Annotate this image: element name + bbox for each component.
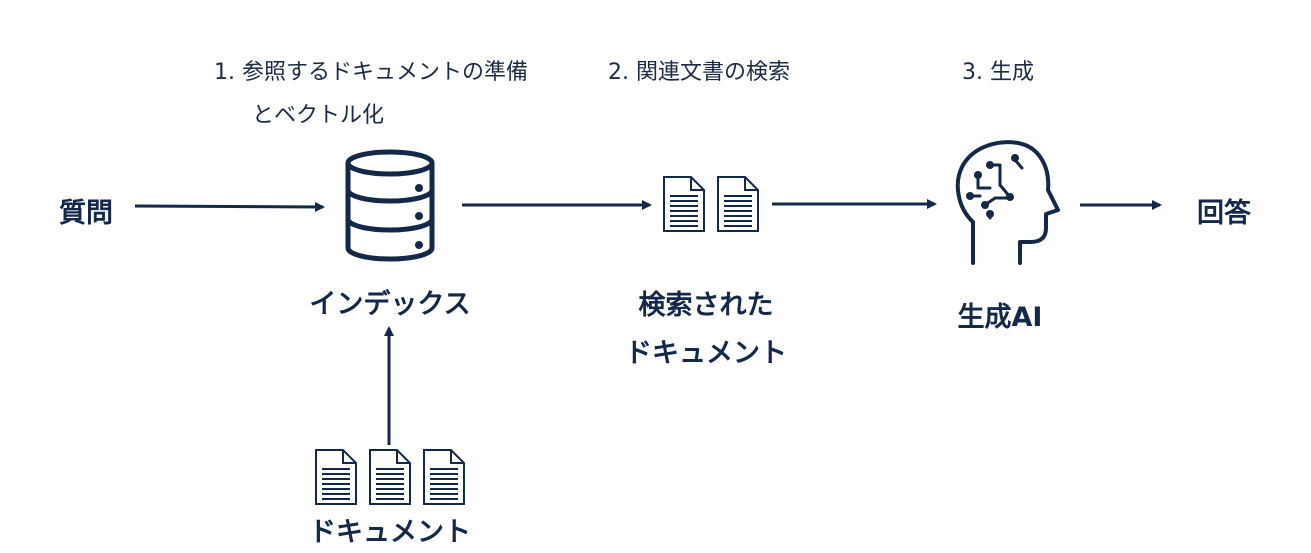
arrow-question-to-index	[134, 201, 325, 212]
source-documents-icon	[315, 449, 465, 505]
database-icon	[345, 149, 435, 262]
step-2-heading: 2. 関連文書の検索	[608, 60, 790, 85]
question-label: 質問	[59, 198, 113, 229]
documents-label: ドキュメント	[309, 517, 471, 548]
index-label: インデックス	[309, 289, 471, 320]
answer-label: 回答	[1197, 198, 1251, 229]
step-3-heading: 3. 生成	[962, 60, 1034, 85]
retrieved-documents-icon	[663, 176, 759, 232]
step-1-heading-line-1: 1. 参照するドキュメントの準備	[214, 60, 528, 85]
retrieved-documents-label-line-2: ドキュメント	[625, 338, 787, 369]
ai-head-icon	[955, 140, 1060, 265]
step-1-heading-line-2: とベクトル化	[252, 103, 385, 128]
generative-ai-label: 生成AI	[957, 302, 1043, 333]
retrieved-documents-label-line-1: 検索された	[638, 290, 774, 321]
